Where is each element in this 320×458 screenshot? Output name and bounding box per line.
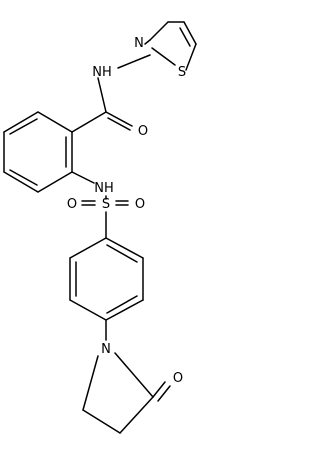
carbonyl-ring-bond — [71, 111, 107, 133]
thiazole-n-label: N — [134, 36, 144, 51]
thiazole-s-label: S — [178, 65, 186, 80]
sulfonyl-s-label: S — [102, 197, 110, 212]
sulfonyl-o-left-label: O — [67, 197, 77, 212]
amide-o-label: O — [138, 124, 148, 139]
pyrrolidinone-o-label: O — [173, 371, 183, 386]
thiazole-ring — [144, 21, 197, 71]
pyrrolidinone-ring — [82, 352, 154, 434]
phenylene-ring — [69, 237, 144, 321]
sulfonyl-double-bonds — [81, 200, 129, 206]
amide-nh-label: NH — [92, 65, 112, 80]
thiazole-amide-bond — [117, 54, 151, 69]
carbonyl-bond — [105, 111, 133, 131]
sulfonamide-nh-label: NH — [94, 181, 114, 196]
lactam-carbonyl-bond — [152, 381, 171, 402]
pyrrolidinone-n-label: N — [101, 342, 111, 357]
chemical-structure: N S NH O NH S O O N O — [3, 21, 197, 434]
sulfonyl-o-right-label: O — [135, 197, 145, 212]
amide-n-c-bond — [97, 77, 107, 113]
ring-sulfonamide-bond — [71, 171, 95, 184]
benzamide-ring — [3, 111, 73, 193]
